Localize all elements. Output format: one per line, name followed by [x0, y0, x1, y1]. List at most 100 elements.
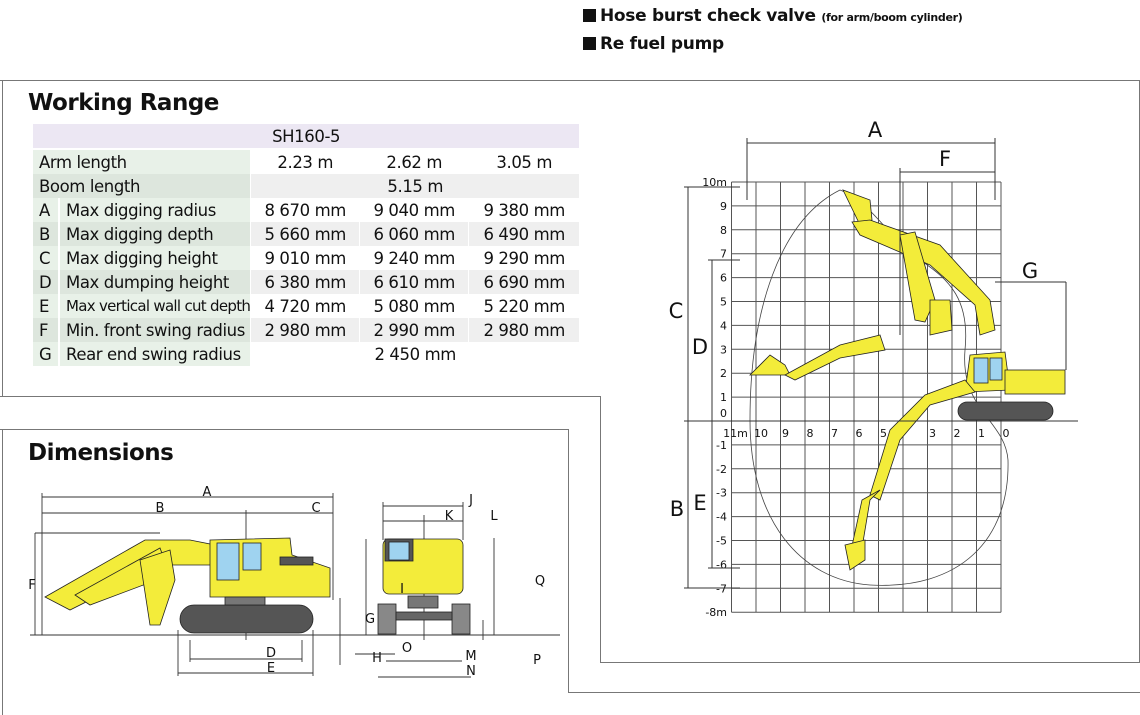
dim-label-f: F	[28, 578, 35, 593]
excavator-reach-pose	[749, 334, 886, 381]
bullet-square-icon	[583, 9, 596, 22]
y-tick-label: -2	[716, 463, 727, 476]
row-label: Rear end swing radius	[59, 342, 252, 366]
row-label: Max digging radius	[59, 198, 252, 222]
row-label: Boom length	[33, 174, 252, 198]
cell: 2 450 mm	[250, 342, 581, 366]
cell: 5 220 mm	[468, 294, 581, 318]
bullet-square-icon	[583, 37, 596, 50]
table-header-row: SH160-5	[33, 124, 581, 150]
dim-label-g: G	[1022, 259, 1038, 283]
x-tick-label: 11m	[723, 427, 748, 440]
excavator-front-view	[377, 538, 471, 635]
cell: 6 380 mm	[250, 270, 361, 294]
divider	[2, 80, 3, 396]
y-tick-label: 8	[720, 224, 727, 237]
cell: 5 080 mm	[359, 294, 470, 318]
cell: 8 670 mm	[250, 198, 361, 222]
y-tick-label: 2	[720, 367, 727, 380]
cell: 9 380 mm	[468, 198, 581, 222]
cell: 2 980 mm	[250, 318, 361, 342]
dimensions-diagram: A B C F G H D E J K L I Q O M N P	[28, 485, 560, 679]
model-header: SH160-5	[33, 124, 581, 150]
cell: 9 040 mm	[359, 198, 470, 222]
y-tick-label: -7	[716, 582, 727, 595]
cell: 9 240 mm	[359, 246, 470, 270]
dim-label-k: K	[445, 509, 454, 524]
table-row: Arm length 2.23 m 2.62 m 3.05 m	[33, 149, 581, 174]
dim-label-o: O	[402, 641, 412, 656]
dim-label-j: J	[468, 493, 473, 508]
y-tick-label: -4	[716, 511, 727, 524]
divider	[600, 662, 1140, 663]
cell: 2 980 mm	[468, 318, 581, 342]
y-tick-label: 1	[720, 391, 727, 404]
dim-label-a: A	[203, 485, 212, 500]
x-tick-label: 2	[954, 427, 961, 440]
dim-label-h: H	[372, 651, 382, 666]
dim-label-i: I	[400, 582, 404, 597]
y-tick-label: 7	[720, 248, 727, 261]
x-tick-label: 7	[831, 427, 838, 440]
dim-label-d: D	[692, 335, 708, 359]
working-range-title: Working Range	[28, 90, 219, 116]
dim-label-e: E	[693, 491, 706, 515]
y-tick-label: -6	[716, 558, 727, 571]
y-tick-label: -1	[716, 439, 727, 452]
dim-label-b: B	[670, 497, 684, 521]
cell: 5 660 mm	[250, 222, 361, 246]
dim-label-a: A	[868, 118, 883, 142]
cell: 9 290 mm	[468, 246, 581, 270]
excavator-base	[957, 351, 1066, 421]
cell: 6 610 mm	[359, 270, 470, 294]
x-tick-label: 3	[929, 427, 936, 440]
divider	[568, 429, 569, 692]
row-label: Max dumping height	[59, 270, 252, 294]
x-tick-label: 10	[754, 427, 768, 440]
row-label: Max vertical wall cut depth	[59, 294, 252, 318]
cell: 6 060 mm	[359, 222, 470, 246]
cell: 2.23 m	[250, 149, 361, 174]
y-tick-label: 9	[720, 200, 727, 213]
excavator-deep-pose	[844, 379, 976, 571]
divider	[600, 396, 601, 662]
divider	[568, 692, 1140, 693]
dim-label-c: C	[311, 501, 320, 516]
row-letter: C	[33, 246, 60, 270]
y-tick-label: 6	[720, 272, 727, 285]
cell: 9 010 mm	[250, 246, 361, 270]
row-label: Max digging depth	[59, 222, 252, 246]
x-tick-label: 1	[978, 427, 985, 440]
divider	[2, 429, 3, 715]
cell: 2 990 mm	[359, 318, 470, 342]
dim-label-f: F	[939, 147, 951, 171]
divider	[0, 396, 600, 397]
excavator-side-view	[44, 537, 331, 634]
cell: 5.15 m	[250, 174, 581, 198]
cell: 2.62 m	[359, 149, 470, 174]
cell: 3.05 m	[468, 149, 581, 174]
range-grid	[731, 181, 1002, 613]
cell: 4 720 mm	[250, 294, 361, 318]
y-tick-label: -3	[716, 487, 727, 500]
dimensions-title: Dimensions	[28, 440, 174, 466]
row-letter: A	[33, 198, 60, 222]
cell: 6 490 mm	[468, 222, 581, 246]
dim-label-p: P	[533, 653, 541, 668]
y-tick-label: 0	[720, 407, 727, 420]
dim-label-n: N	[466, 664, 476, 679]
feature-hose-burst-check-valve: Hose burst check valve (for arm/boom cyl…	[583, 6, 963, 26]
table-row: Boom length 5.15 m	[33, 174, 581, 198]
x-tick-label: 0	[1003, 427, 1010, 440]
x-tick-label: 5	[880, 427, 887, 440]
row-label: Min. front swing radius	[59, 318, 252, 342]
y-tick-label: -8m	[705, 606, 727, 619]
y-tick-label: 3	[720, 343, 727, 356]
row-label: Max digging height	[59, 246, 252, 270]
row-letter: G	[33, 342, 60, 366]
working-range-table: SH160-5 Arm length 2.23 m 2.62 m 3.05 m …	[33, 124, 581, 366]
